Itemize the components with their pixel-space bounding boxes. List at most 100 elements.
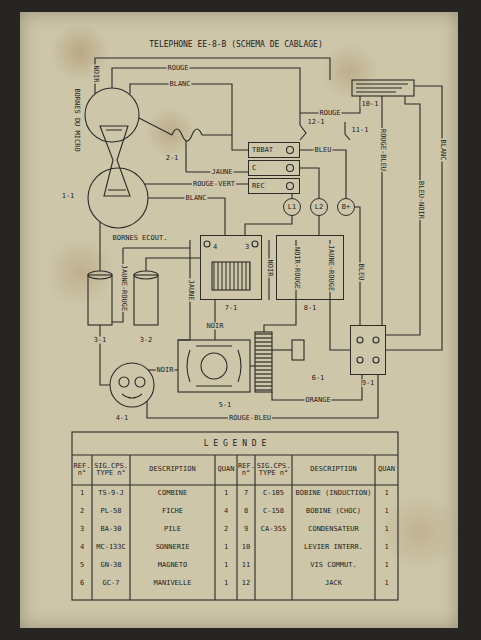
table-cell: BA-30 (93, 526, 129, 533)
table-cell: 2 (216, 526, 236, 533)
handle-detail (106, 130, 126, 190)
wire-label: 3-1 (93, 337, 108, 344)
wire-label: 10-1 (361, 101, 380, 108)
bell-4-1 (110, 363, 154, 407)
terminal (373, 337, 379, 343)
wire-label: BLANC (184, 195, 207, 202)
wire-connector (330, 300, 350, 350)
battery-top (88, 271, 112, 279)
wire-bell (100, 325, 110, 385)
wire-blanc (130, 84, 248, 150)
table-cell: BOBINE (INDUCTION) (293, 490, 374, 497)
table-cell: 4 (73, 544, 91, 551)
wire-bleu-noir (386, 96, 420, 335)
paper-card (20, 12, 458, 628)
legend-heading: L E G E N D E (203, 440, 268, 448)
wire-label: ORANGE (304, 397, 331, 404)
wire-connector (245, 216, 292, 235)
handle-outline (100, 126, 130, 196)
wire-label: BLEU (357, 263, 364, 282)
terminal-strip: C (248, 160, 300, 176)
table-cell: 1 (376, 526, 397, 533)
node-label: L1 (288, 203, 296, 211)
switch-contacts (300, 80, 414, 140)
battery-top (134, 271, 158, 279)
transmitter (85, 88, 139, 142)
table-cell: 6 (73, 580, 91, 587)
terminal (204, 241, 210, 247)
terminal (357, 357, 363, 363)
wire-label: NOIR (156, 367, 175, 374)
screw (287, 165, 294, 172)
table-cell: MANIVELLE (131, 580, 214, 587)
jack-body (352, 80, 414, 96)
wire-label: BLANC (439, 138, 446, 161)
table-cell: 7 (238, 490, 254, 497)
handset (85, 88, 148, 228)
receiver (88, 168, 148, 228)
table-cell: DESCRIPTION (293, 466, 374, 473)
crank-arm (272, 349, 292, 350)
table-cell: PILE (131, 526, 214, 533)
table-cell: PL-58 (93, 508, 129, 515)
table-cell: 1 (216, 544, 236, 551)
bell-coil (119, 377, 129, 387)
node-label: 9-1 (362, 379, 375, 387)
wire-label: 12-1 (307, 119, 326, 126)
wire-label: 4-1 (115, 415, 130, 422)
table-cell: QUAN (216, 466, 236, 473)
table-cell: REF. n° (238, 463, 254, 478)
node-label: TBBAT (252, 146, 273, 154)
node-label: 8-1 (304, 304, 317, 312)
table-cell: 1 (376, 508, 397, 515)
table-cell: C-105 (256, 490, 291, 497)
wire-label: BORNES DU MICRO (73, 87, 80, 152)
wire-label: ROUGE (166, 65, 189, 72)
table-cell: TS-9-J (93, 490, 129, 497)
terminal-strip: TBBAT (248, 142, 300, 158)
wire-blanc-2 (148, 198, 225, 235)
wire-label: ROUGE-BLEU (228, 415, 272, 422)
wire-label: BLANC (168, 81, 191, 88)
jack-springs (356, 84, 408, 92)
wire-rouge (112, 68, 300, 125)
coil-details (204, 147, 379, 364)
wires (95, 58, 442, 418)
table-cell: 1 (73, 490, 91, 497)
wire-label: JAUNE (187, 278, 194, 301)
bell-clapper (122, 394, 142, 398)
table-cell: BOBINE (CHOC) (293, 508, 374, 515)
battery-3-2 (134, 275, 158, 325)
node-label: 7-1 (225, 304, 238, 312)
wire-label: NOIR (266, 259, 273, 278)
table-cell: 4 (216, 508, 236, 515)
wire-label: 3-2 (139, 337, 154, 344)
wire-noir-gen (214, 300, 215, 340)
table-cell: LEVIER INTERR. (293, 544, 374, 551)
terminal-post: B+ (337, 198, 355, 216)
wire-connector (318, 216, 319, 235)
table-cell: 2 (73, 508, 91, 515)
table-cell: REF. n° (73, 463, 91, 478)
wire-connector (300, 168, 319, 198)
table-cell: MAGNETO (131, 562, 214, 569)
wire-label: 11-1 (351, 127, 370, 134)
table-cell: 1 (216, 562, 236, 569)
wire-label: 1-1 (61, 193, 76, 200)
component-box: 7-1 (200, 235, 262, 300)
wire-label: ROUGE (318, 110, 341, 117)
generator-5-1 (178, 332, 304, 392)
induction-coil (212, 262, 250, 290)
table-cell: 8 (238, 508, 254, 515)
wire-label: BLEU-NOIR (417, 180, 424, 220)
node-label: B+ (342, 203, 350, 211)
table-cell: CA-355 (256, 526, 291, 533)
wire-battery-1 (99, 222, 100, 271)
wire-label: JAUNE (210, 169, 233, 176)
wire-noir-rouge (264, 240, 296, 332)
wire-label: ROUGE-BLEU (379, 128, 386, 172)
table-cell: MC-133C (93, 544, 129, 551)
table-cell: 3 (73, 526, 91, 533)
bell-body (110, 363, 154, 407)
wire-label: 6-1 (311, 375, 326, 382)
